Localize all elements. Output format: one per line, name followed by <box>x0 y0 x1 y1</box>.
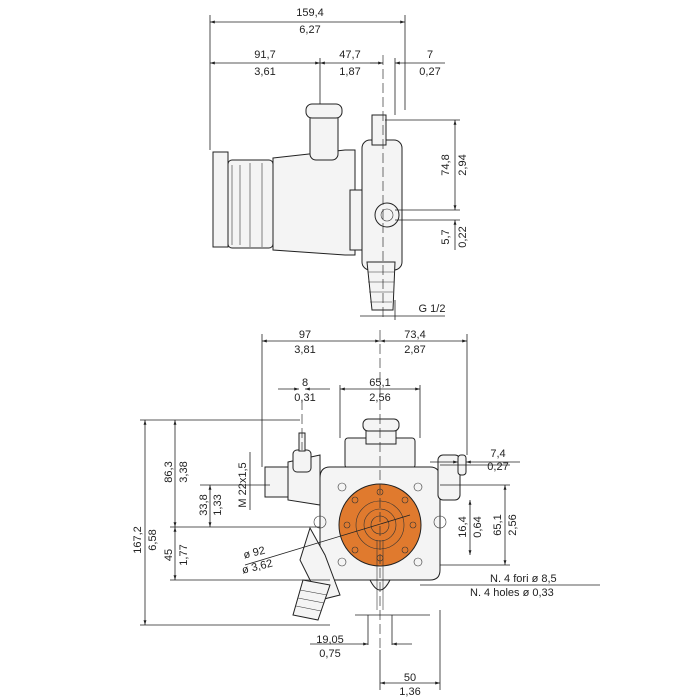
thread-m22: M 22x1,5 <box>237 462 249 507</box>
dim-nozzle-in: 0,31 <box>294 392 315 404</box>
dim-total-height-in: 6,58 <box>147 529 159 550</box>
dim-body-mid-mm: 47,7 <box>339 49 360 61</box>
dim-right-width-in: 2,87 <box>404 344 425 356</box>
inlet-hose-spring <box>292 579 331 621</box>
dim-lower-height-mm: 45 <box>163 549 175 561</box>
thread-g12: G 1/2 <box>419 303 446 315</box>
dim-total-height-mm: 167,2 <box>132 526 144 554</box>
dim-side-offset-mm: 7,4 <box>490 448 505 460</box>
dim-hole-span-mm: 65,1 <box>492 514 504 535</box>
front-view-dimensions <box>140 334 600 690</box>
flange-disc <box>338 483 422 567</box>
dim-inlet-offset-mm: 5,7 <box>440 229 452 244</box>
dim-outlet-offset-in: 0,27 <box>419 66 440 78</box>
dim-upper-height-in: 3,38 <box>178 461 190 482</box>
dim-shaft-in: 0,75 <box>319 648 340 660</box>
dim-upper-height-mm: 86,3 <box>163 461 175 482</box>
dim-top-span-in: 2,56 <box>369 392 390 404</box>
holes-note-it: N. 4 fori ø 8,5 <box>490 573 557 585</box>
dim-outlet-height-in: 2,94 <box>457 154 469 175</box>
dim-lower-height-in: 1,77 <box>178 544 190 565</box>
dim-hole-offset-mm: 16,4 <box>457 516 469 537</box>
dim-body-left-in: 3,61 <box>254 66 275 78</box>
dim-body-left-mm: 91,7 <box>254 49 275 61</box>
dim-inlet-height-in: 1,33 <box>212 494 224 515</box>
dim-hole-offset-in: 0,64 <box>472 516 484 537</box>
dim-overall-mm: 159,4 <box>296 7 324 19</box>
dim-overall-in: 6,27 <box>299 24 320 36</box>
dim-shaft-length-mm: 50 <box>404 672 416 684</box>
holes-note-en: N. 4 holes ø 0,33 <box>470 587 554 599</box>
dim-left-width-mm: 97 <box>299 329 311 341</box>
dim-shaft-length-in: 1,36 <box>399 686 420 698</box>
top-view-pump <box>212 55 403 320</box>
dim-outlet-offset-mm: 7 <box>427 49 433 61</box>
dim-inlet-offset-in: 0,22 <box>457 226 469 247</box>
dim-right-width-mm: 73,4 <box>404 329 425 341</box>
dim-outlet-height-mm: 74,8 <box>440 154 452 175</box>
dim-side-offset-in: 0,27 <box>487 461 508 473</box>
dim-nozzle-mm: 8 <box>302 377 308 389</box>
top-view-labels: 159,4 6,27 91,7 3,61 47,7 1,87 7 0,27 74… <box>254 7 469 315</box>
dim-top-span-mm: 65,1 <box>369 377 390 389</box>
dim-diameter-mm: ø 92 <box>242 545 266 562</box>
dim-shaft-mm: 19,05 <box>316 634 344 646</box>
dim-left-width-in: 3,81 <box>294 344 315 356</box>
dim-inlet-height-mm: 33,8 <box>198 494 210 515</box>
front-view-labels: 97 3,81 73,4 2,87 8 0,31 65,1 2,56 167,2… <box>132 329 557 698</box>
dim-body-mid-in: 1,87 <box>339 66 360 78</box>
top-view-dimensions <box>209 15 460 320</box>
front-view-pump <box>264 330 467 650</box>
dim-hole-span-in: 2,56 <box>507 514 519 535</box>
